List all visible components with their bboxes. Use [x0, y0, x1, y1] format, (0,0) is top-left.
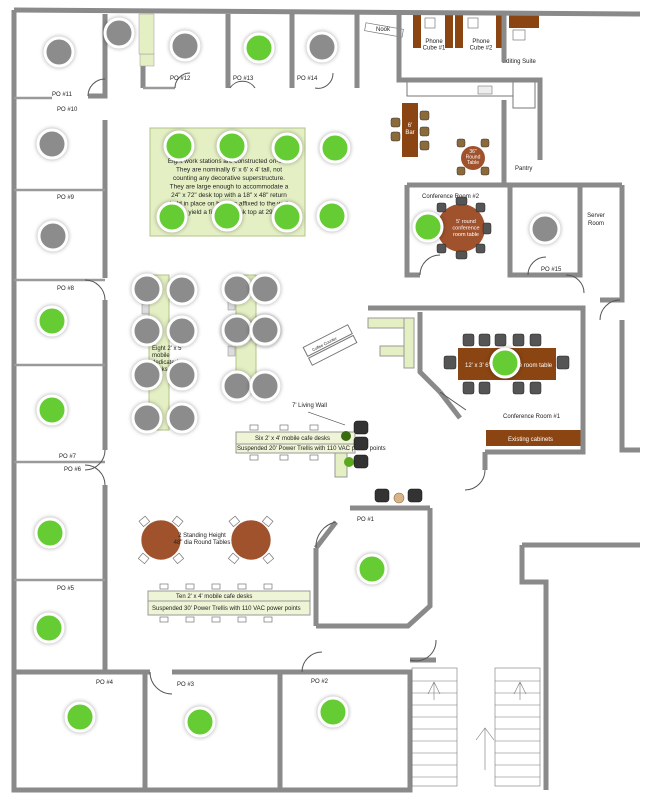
seat-marker-po6 — [34, 517, 66, 549]
po11-label: PO #11 — [52, 92, 73, 98]
seat-marker-ws_7 — [271, 201, 303, 233]
reception-counter — [367, 317, 405, 329]
seat-marker-md_7 — [131, 402, 163, 434]
coffee-counter — [302, 324, 358, 366]
seat-marker-md_2 — [166, 274, 198, 306]
seat-marker-po7_upper — [36, 394, 68, 426]
po5-label: PO #5 — [57, 586, 75, 592]
seat-marker-ws_8 — [316, 200, 348, 232]
seat-marker-po9 — [37, 220, 69, 252]
seat-marker-ws_1 — [163, 130, 195, 162]
doors — [84, 72, 621, 695]
seat-marker-md_14 — [249, 370, 281, 402]
lounge-chairs — [353, 420, 423, 503]
round-table — [461, 146, 485, 170]
mobile-desk-strip-left — [148, 274, 170, 431]
seat-marker-ws_6 — [211, 200, 243, 232]
six-desks-label: Six 2' x 4' mobile cafe desks — [255, 436, 330, 442]
seat-marker-md_1 — [131, 273, 163, 305]
seat-marker-md_9 — [221, 273, 253, 305]
editing-suite-label: Editing Suite — [502, 59, 536, 65]
seat-marker-md_8 — [166, 402, 198, 434]
seat-marker-conf2 — [412, 211, 444, 243]
po8-label: PO #8 — [57, 286, 75, 292]
seat-marker-po12 — [169, 30, 201, 62]
bar-label: 6'Bar — [405, 123, 414, 136]
phone-cube-1 — [413, 14, 421, 48]
seat-marker-md_6 — [166, 359, 198, 391]
seat-marker-po2 — [317, 696, 349, 728]
seat-marker-md_4 — [166, 315, 198, 347]
standing-tables — [140, 519, 272, 561]
po14-label: PO #14 — [297, 76, 318, 82]
power-trellis-1-label: Suspended 20' Power Trellis with 110 VAC… — [237, 446, 386, 452]
conference-room-2-label: Conference Room #2 — [422, 194, 480, 200]
living-wall-label: 7' Living Wall — [292, 403, 327, 409]
seat-marker-po8 — [36, 305, 68, 337]
kitchen-counter — [406, 81, 514, 97]
bar — [402, 103, 418, 157]
seat-marker-md_16 — [249, 314, 281, 346]
po4-label: PO #4 — [96, 680, 114, 686]
po3-label: PO #3 — [177, 682, 195, 688]
po1-label: PO #1 — [357, 517, 375, 523]
po12-label: PO #12 — [170, 76, 191, 82]
power-trellis-2-label: Suspended 30' Power Trellis with 110 VAC… — [152, 606, 301, 612]
seat-marker-md_13 — [221, 370, 253, 402]
seat-marker-po14 — [306, 31, 338, 63]
seat-marker-ws_5 — [156, 201, 188, 233]
po10-label: PO #10 — [57, 107, 78, 113]
seat-marker-po15 — [529, 213, 561, 245]
po15-label: PO #15 — [541, 267, 562, 273]
nook-label: Nook — [376, 27, 391, 33]
seat-marker-po5 — [33, 612, 65, 644]
seat-marker-conf1 — [489, 347, 521, 379]
ten-desks-label: Ten 2' x 4' mobile cafe desks — [176, 594, 252, 600]
seat-marker-md_3 — [131, 315, 163, 347]
conference-room-1-label: Conference Room #1 — [503, 414, 561, 420]
conference-room-2-table — [437, 204, 485, 252]
po6-label: PO #6 — [64, 467, 82, 473]
po9-label: PO #9 — [57, 195, 75, 201]
seat-markers — [33, 17, 561, 738]
cafe-chairs — [159, 424, 319, 623]
seat-marker-nook_top — [103, 17, 135, 49]
po13-label: PO #13 — [233, 76, 254, 82]
seat-marker-md_15 — [221, 314, 253, 346]
po2-label: PO #2 — [311, 679, 329, 685]
seat-marker-po10 — [36, 128, 68, 160]
seat-marker-po11 — [43, 36, 75, 68]
seat-marker-po1 — [356, 553, 388, 585]
phone-cube-2 — [455, 14, 463, 48]
seat-marker-po4 — [64, 701, 96, 733]
seat-marker-ws_3 — [271, 132, 303, 164]
existing-cabinets — [486, 430, 583, 446]
stairs — [411, 667, 541, 787]
seat-marker-md_10 — [249, 273, 281, 305]
seat-marker-ws_2 — [216, 130, 248, 162]
existing-cabinets-label: Existing cabinets — [508, 437, 553, 443]
seat-marker-ws_4 — [319, 132, 351, 164]
pantry-label: Pantry — [515, 166, 532, 172]
seat-marker-md_5 — [131, 359, 163, 391]
po7-label: PO #7 — [59, 454, 77, 460]
seat-marker-po13 — [243, 32, 275, 64]
seat-marker-po3 — [184, 706, 216, 738]
walls — [11, 7, 641, 793]
